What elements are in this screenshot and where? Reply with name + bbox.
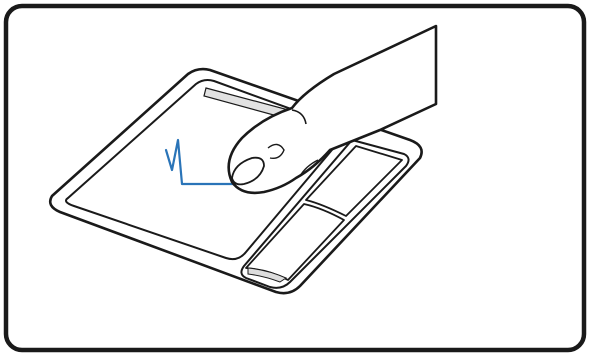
touchpad-illustration [0,0,590,356]
